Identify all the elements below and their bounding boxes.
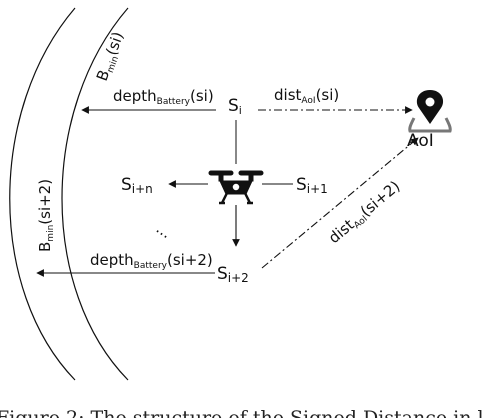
dist-aoi-si-label: distAoI(si): [274, 86, 339, 106]
dist-aoi-si2-arrow: [261, 137, 419, 269]
node-si2-label: Si+2: [217, 264, 249, 285]
quadcopter-drone-icon: [208, 170, 264, 205]
location-pin-icon: [408, 90, 452, 133]
bmin-si-label: Bmin(si): [93, 29, 129, 84]
depth-battery-si-label: depthBattery(si): [113, 87, 214, 107]
node-si-label: Si: [228, 96, 242, 117]
bmin-si2-label: Bmin(si+2): [36, 179, 56, 252]
ellipsis: ...: [153, 219, 175, 242]
bmin-si2-boundary-arc: [9, 7, 76, 381]
bmin-si-boundary-arc: [61, 7, 129, 381]
dist-aoi-si2-label: distAoI(si+2): [325, 177, 405, 248]
node-si1-label: Si+1: [296, 175, 328, 196]
figure-caption: Figure 2: The structure of the Signed Di…: [0, 407, 484, 418]
depth-battery-si2-label: depthBattery(si+2): [90, 251, 213, 271]
node-sin-label: Si+n: [121, 175, 153, 196]
aoi-label: AoI: [407, 131, 434, 151]
